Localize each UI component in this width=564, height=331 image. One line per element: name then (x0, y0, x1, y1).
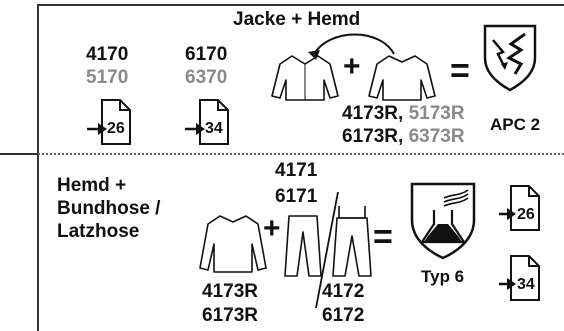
top-codes-line1: 4173R, 5173R (342, 103, 465, 125)
bottom-shirt-code1: 4173R (202, 281, 258, 302)
document-icon (499, 255, 540, 301)
bottom-equals-sign: = (373, 218, 393, 256)
top-code-col1-line2: 5170 (86, 67, 129, 88)
curved-arrow-icon (308, 33, 395, 60)
page-ref-number: 26 (517, 206, 535, 223)
slash-divider (315, 191, 339, 309)
typ-badge-label: Typ 6 (421, 267, 465, 286)
frame-left-line (37, 4, 39, 331)
side-tick-line (0, 153, 38, 155)
bottom-code-top2: 6171 (275, 186, 318, 207)
top-codes-line2: 6173R, 6373R (342, 126, 465, 148)
section-divider-dotted (38, 153, 564, 155)
code-gray: 5173R (408, 103, 465, 124)
shirt-icon (199, 215, 267, 273)
top-code-col1-line1: 4170 (86, 44, 129, 65)
code-black: 4173R, (342, 103, 404, 124)
page-ref-number: 34 (205, 120, 223, 137)
overalls-icon (332, 206, 372, 277)
arc-flash-shield-icon (483, 24, 537, 92)
bottom-shirt-code2: 6173R (202, 305, 258, 326)
bottom-code-top1: 4171 (275, 160, 318, 181)
document-icon (87, 99, 131, 145)
page-ref-26-top[interactable]: 26 (86, 98, 134, 148)
chemical-protection-shield-icon (410, 182, 476, 260)
page-ref-34-top[interactable]: 34 (184, 98, 232, 148)
code-black: 6173R, (342, 126, 404, 147)
top-code-col2-line2: 6370 (185, 67, 228, 88)
frame-top-line (37, 4, 564, 6)
page-ref-number: 26 (107, 120, 125, 137)
bottom-label-line3: Latzhose (57, 221, 140, 242)
bottom-plus-sign: + (263, 212, 281, 245)
shirt-icon (368, 55, 436, 101)
trousers-icon (284, 215, 322, 277)
bottom-pants-code1: 4172 (322, 281, 365, 302)
bottom-label-line1: Hemd + (57, 175, 127, 196)
page-ref-34-bottom[interactable]: 34 (499, 254, 547, 304)
apc-badge-label: APC 2 (490, 115, 541, 134)
top-title: Jacke + Hemd (233, 9, 361, 30)
document-icon (499, 185, 540, 231)
jacket-icon (271, 55, 339, 101)
top-code-col2-line1: 6170 (185, 44, 228, 65)
page-ref-number: 34 (517, 276, 535, 293)
top-equals-sign: = (450, 52, 470, 90)
page-ref-26-bottom[interactable]: 26 (499, 184, 547, 234)
bottom-label-line2: Bundhose / (57, 198, 161, 219)
top-plus-sign: + (343, 50, 361, 83)
code-gray: 6373R (408, 126, 465, 147)
bottom-pants-code2: 6172 (322, 305, 365, 326)
document-icon (185, 99, 229, 145)
